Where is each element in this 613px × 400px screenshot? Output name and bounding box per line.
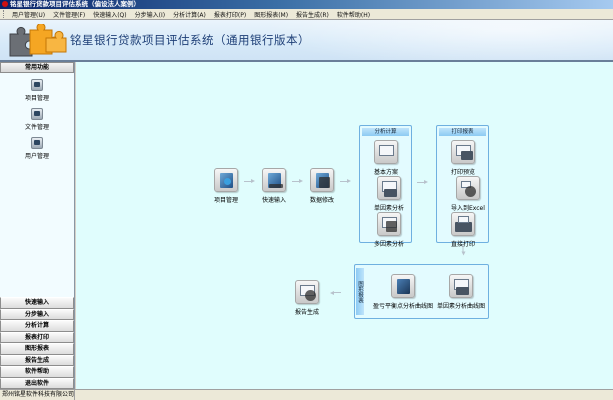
- sidebar-btn-charts[interactable]: 图形报表: [0, 343, 74, 355]
- analysis-item-multi-factor[interactable]: 多因素分析: [374, 212, 404, 248]
- sidebar-btn-report[interactable]: 报告生成: [0, 354, 74, 366]
- arrow-right-icon: [244, 179, 256, 184]
- sidebar-btn-print[interactable]: 报表打印: [0, 331, 74, 343]
- menu-charts[interactable]: 图形报表(M): [254, 11, 289, 19]
- arrow-right-icon: [292, 179, 304, 184]
- sidebar: 常用功能 项目管理 文件管理 用户管理 快速输入 分步输入 分析计算 报表打印 …: [0, 62, 75, 389]
- sidebar-btn-help[interactable]: 软件帮助: [0, 366, 74, 378]
- step-label: 项目管理: [214, 197, 239, 204]
- chart-item-breakeven[interactable]: 盈亏平衡点分析曲线图: [373, 274, 433, 310]
- banner-swoosh: [260, 20, 613, 60]
- print-item-label: 打印预览: [451, 169, 476, 176]
- app-icon: [2, 1, 8, 7]
- excel-export-icon: [455, 176, 480, 200]
- step-label: 数据修改: [310, 197, 335, 204]
- menu-bar: 用户管理(U) 文件管理(F) 快速输入(Q) 分步输入(I) 分析计算(A) …: [0, 9, 613, 20]
- header-banner: 铭星银行贷款项目评估系统（通用银行版本）: [0, 20, 613, 62]
- menu-user[interactable]: 用户管理(U): [12, 11, 46, 19]
- puzzle-logo-icon: [9, 24, 67, 57]
- print-panel: 打印报表 打印预览 导入到Excel 直接打印: [436, 125, 489, 248]
- analysis-item-label: 多因素分析: [374, 241, 405, 248]
- breakeven-chart-icon: [391, 274, 415, 298]
- menu-help[interactable]: 软件帮助(H): [336, 11, 371, 19]
- menu-report[interactable]: 报告生成(R): [296, 11, 329, 19]
- print-item-excel[interactable]: 导入到Excel: [451, 176, 485, 212]
- sidebar-btn-analysis[interactable]: 分析计算: [0, 320, 74, 332]
- arrow-right-icon: [417, 180, 429, 185]
- report-generate-icon: [295, 280, 319, 304]
- analysis-item-single-factor[interactable]: 单因素分析: [374, 176, 404, 212]
- multi-factor-icon: [377, 212, 401, 236]
- quick-input-icon: [262, 168, 286, 192]
- status-bar: 郑州铭星软件科技有限公司: [0, 389, 613, 400]
- status-company: 郑州铭星软件科技有限公司: [2, 390, 75, 400]
- single-factor-chart-icon: [449, 274, 473, 298]
- sidebar-buttons: 快速输入 分步输入 分析计算 报表打印 图形报表 报告生成 软件帮助 退出软件: [0, 297, 74, 389]
- monitor-icon: [30, 79, 43, 91]
- print-preview-icon: [451, 140, 475, 164]
- step-data-modify[interactable]: 数据修改: [310, 168, 334, 204]
- sidebar-btn-quick-input[interactable]: 快速输入: [0, 297, 74, 309]
- chart-item-single-factor[interactable]: 单因素分析曲线图: [437, 274, 485, 310]
- file-manage-icon: [30, 108, 43, 120]
- user-manage-icon: [30, 137, 43, 149]
- chart-panel-title: 图形报表: [356, 268, 364, 315]
- sidebar-btn-step-input[interactable]: 分步输入: [0, 308, 74, 320]
- step-quick-input[interactable]: 快速输入: [262, 168, 286, 204]
- quick-functions: 项目管理 文件管理 用户管理: [0, 73, 74, 166]
- project-manage-icon: [214, 168, 238, 192]
- quick-item-project-manage[interactable]: 项目管理: [25, 79, 49, 102]
- menubar-grip: [3, 10, 5, 18]
- window-title: 铭星银行贷款项目评估系统（偏设法人案例）: [10, 0, 140, 8]
- arrow-down-icon: [461, 245, 466, 257]
- printer-icon: [451, 212, 475, 236]
- analysis-item-basic-plan[interactable]: 基本方案: [374, 140, 398, 176]
- menu-file[interactable]: 文件管理(F): [53, 11, 86, 19]
- step-project-manage[interactable]: 项目管理: [214, 168, 238, 204]
- analysis-panel: 分析计算 基本方案 单因素分析 多因素分析: [359, 125, 412, 248]
- analysis-item-label: 基本方案: [374, 169, 399, 176]
- menu-analysis[interactable]: 分析计算(A): [173, 11, 206, 19]
- analysis-item-label: 单因素分析: [374, 205, 405, 212]
- sidebar-header: 常用功能: [0, 62, 74, 73]
- menu-quick-input[interactable]: 快速输入(Q): [93, 11, 127, 19]
- step-label: 快速输入: [262, 197, 287, 204]
- quick-item-label: 用户管理: [24, 153, 49, 160]
- print-item-preview[interactable]: 打印预览: [451, 140, 475, 176]
- chart-item-label: 盈亏平衡点分析曲线图: [373, 303, 434, 310]
- quick-item-label: 文件管理: [24, 124, 49, 131]
- data-modify-icon: [310, 168, 334, 192]
- basic-plan-icon: [374, 140, 398, 164]
- print-item-label: 导入到Excel: [451, 205, 485, 212]
- chart-panel: 图形报表 盈亏平衡点分析曲线图 单因素分析曲线图: [354, 264, 489, 319]
- sidebar-btn-exit[interactable]: 退出软件: [0, 377, 74, 389]
- step-report-generate[interactable]: 报告生成: [295, 280, 319, 316]
- print-item-direct[interactable]: 直接打印: [451, 212, 475, 248]
- title-bar[interactable]: 铭星银行贷款项目评估系统（偏设法人案例）: [0, 0, 613, 9]
- workflow-area: 项目管理 快速输入 数据修改 分析计算 基本方案 单因素分析: [76, 62, 613, 389]
- step-label: 报告生成: [295, 309, 320, 316]
- banner-title: 铭星银行贷款项目评估系统（通用银行版本）: [70, 33, 310, 47]
- quick-item-label: 项目管理: [24, 95, 49, 102]
- arrow-left-icon: [329, 290, 341, 295]
- menu-step-input[interactable]: 分步输入(I): [134, 11, 166, 19]
- arrow-right-icon: [340, 179, 352, 184]
- chart-item-label: 单因素分析曲线图: [437, 303, 486, 310]
- print-panel-title: 打印报表: [439, 128, 486, 136]
- quick-item-user-manage[interactable]: 用户管理: [25, 137, 49, 160]
- menu-print[interactable]: 报表打印(P): [213, 11, 247, 19]
- single-factor-icon: [377, 176, 401, 200]
- analysis-panel-title: 分析计算: [362, 128, 409, 136]
- quick-item-file-manage[interactable]: 文件管理: [25, 108, 49, 131]
